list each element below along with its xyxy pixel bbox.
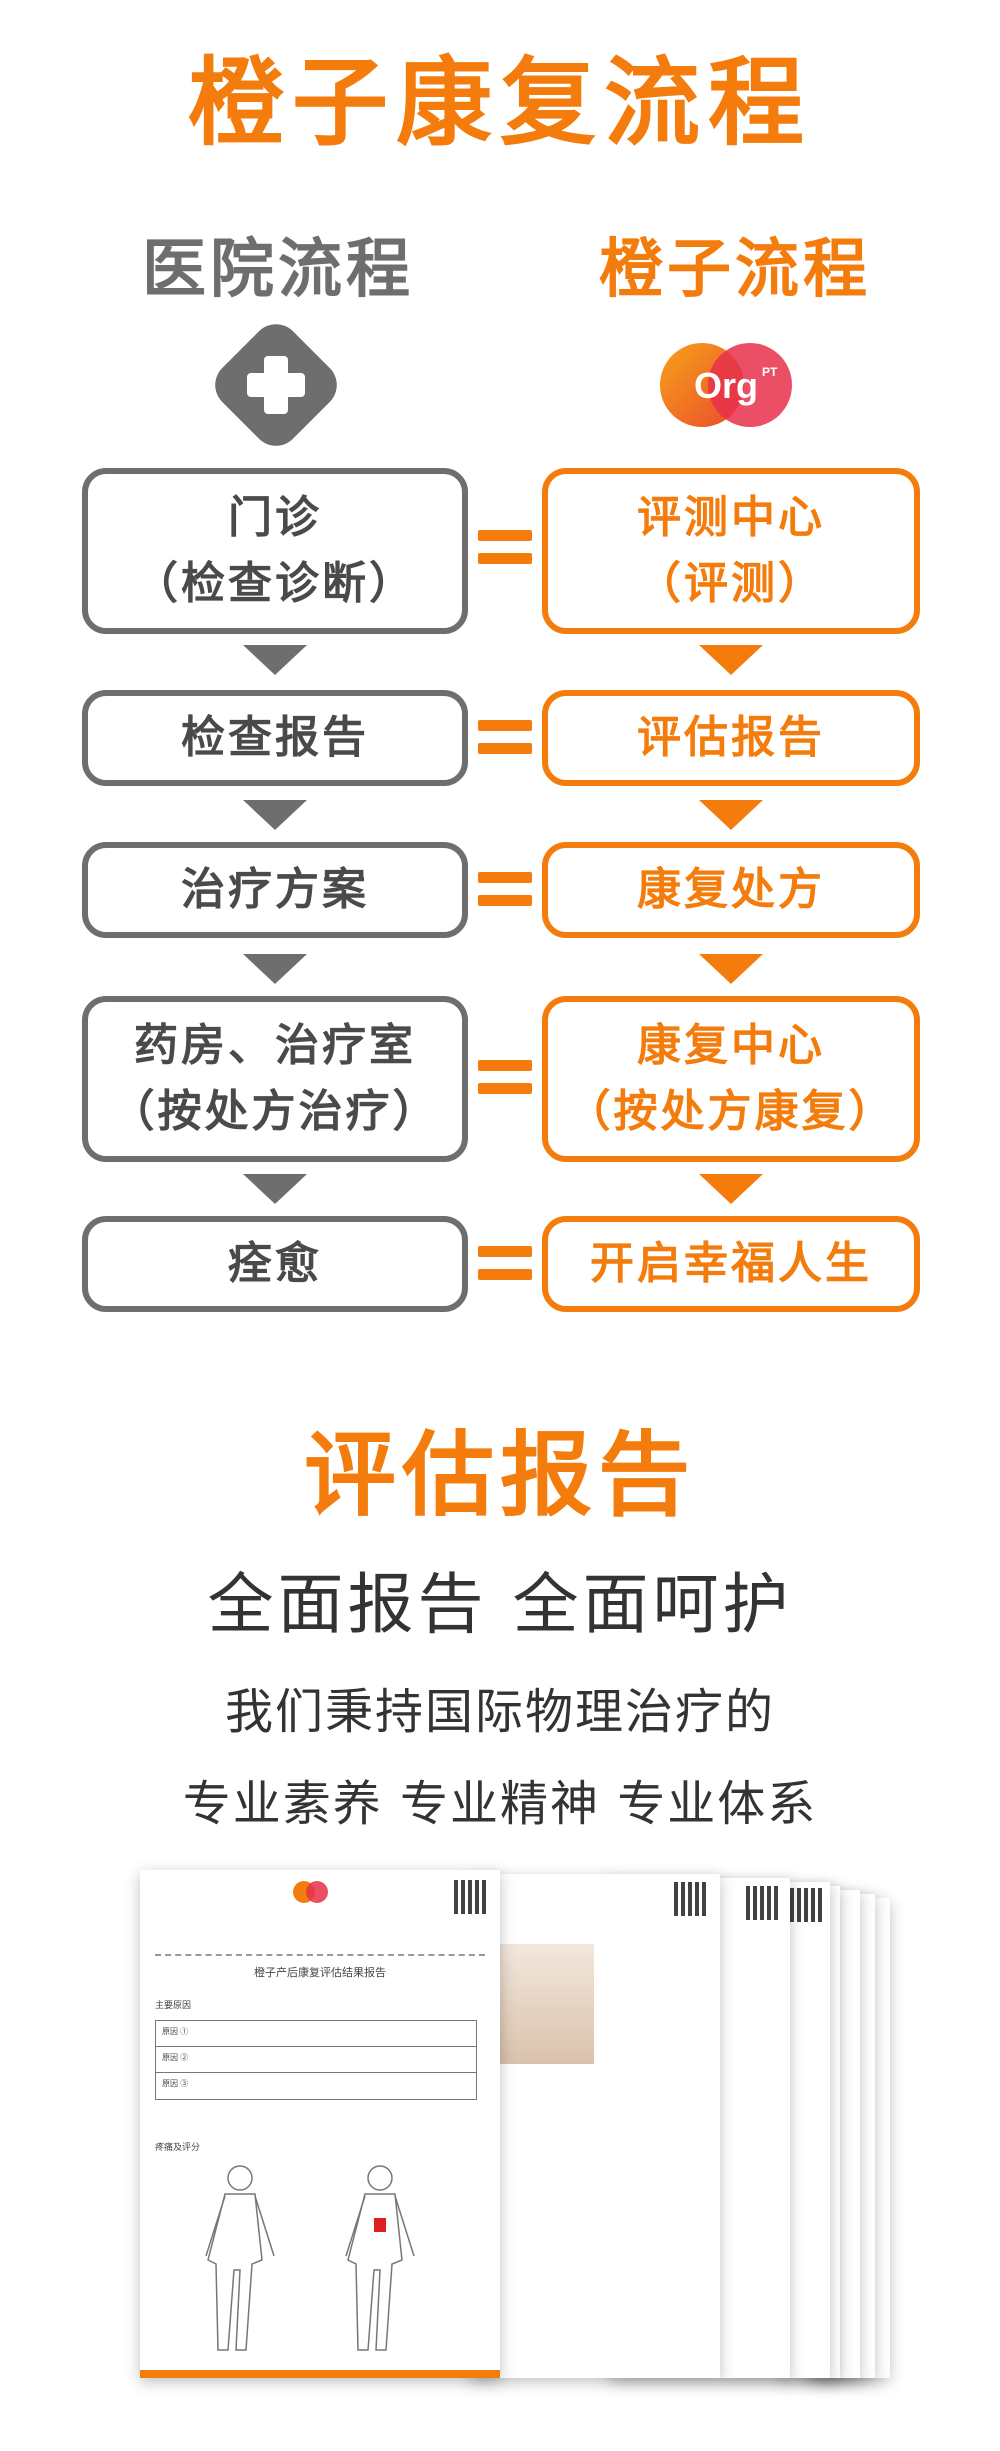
down-arrow-icon [699,645,763,675]
logo-text: Org [694,365,758,406]
orange-step-4: 康复中心 （按处方康复） [542,996,920,1162]
hospital-step-1: 门诊 （检查诊断） [82,468,468,634]
table-row: 原因 ③ [162,2079,189,2088]
hospital-step-1-line2: （检查诊断） [134,558,416,609]
report-tagline-2: 专业素养 专业精神 专业体系 [182,1776,818,1832]
hospital-step-4-line2: （按处方治疗） [110,1086,440,1137]
qr-code-icon [454,1880,488,1914]
qr-code-icon [790,1888,824,1922]
hospital-step-3-line1: 治疗方案 [181,864,369,915]
equals-sign-3 [478,872,532,918]
divider [155,1954,485,1956]
orange-step-1-line1: 评测中心 [637,492,825,543]
org-pt-mini-logo [293,1881,328,1903]
hospital-step-1-line1: 门诊 [228,492,322,543]
hospital-step-3: 治疗方案 [82,842,468,938]
down-arrow-icon [699,1174,763,1204]
hospital-step-5: 痊愈 [82,1216,468,1312]
equals-sign-2 [478,720,532,766]
orange-column-title: 橙子流程 [599,233,871,307]
orange-step-5-line1: 开启幸福人生 [590,1238,872,1289]
orange-step-5: 开启幸福人生 [542,1216,920,1312]
report-section-reasons: 主要原因 [155,2000,192,2010]
down-arrow-icon [243,800,307,830]
qr-code-icon [674,1882,708,1916]
down-arrow-icon [699,954,763,984]
table-row: 原因 ② [156,2047,476,2073]
body-diagram-icon [205,2165,415,2351]
down-arrow-icon [243,645,307,675]
report-document-title: 橙子产后康复评估结果报告 [254,1967,386,1979]
orange-step-4-line2: （按处方康复） [566,1086,896,1137]
down-arrow-icon [243,1174,307,1204]
report-section-title: 评估报告 [303,1422,696,1529]
table-row: 原因 ① [156,2021,476,2047]
orange-step-4-line1: 康复中心 [637,1020,825,1071]
report-subtitle: 全面报告 全面呵护 [207,1566,793,1643]
orange-step-2: 评估报告 [542,690,920,786]
orange-step-2-line1: 评估报告 [637,712,825,763]
hospital-step-4-line1: 药房、治疗室 [134,1020,416,1071]
hospital-step-2: 检查报告 [82,690,468,786]
qr-code-icon [746,1886,780,1920]
hospital-step-4: 药房、治疗室 （按处方治疗） [82,996,468,1162]
org-pt-logo: Org PT [660,343,792,427]
report-tagline-1: 我们秉持国际物理治疗的 [224,1684,775,1740]
hospital-step-2-line1: 检查报告 [181,712,369,763]
report-page-front: 橙子产后康复评估结果报告 主要原因 原因 ① 原因 ② 原因 ③ 疼痛及评分 [140,1870,500,2378]
equals-sign-1 [478,530,532,576]
posture-photo [484,1944,594,2064]
hospital-column-title: 医院流程 [142,233,414,307]
down-arrow-icon [699,800,763,830]
reasons-table: 原因 ① 原因 ② 原因 ③ [155,2020,477,2100]
orange-step-1-line2: （评测） [637,558,825,609]
equals-sign-4 [478,1060,532,1106]
orange-step-3: 康复处方 [542,842,920,938]
page-title: 橙子康复流程 [188,47,812,159]
report-page [470,1874,720,2378]
orange-step-1: 评测中心 （评测） [542,468,920,634]
logo-superscript: PT [762,365,778,379]
report-footer-bar [140,2370,500,2378]
cross-vertical-bar [264,356,288,414]
down-arrow-icon [243,954,307,984]
equals-sign-5 [478,1246,532,1292]
orange-step-3-line1: 康复处方 [637,864,825,915]
report-section-pain: 疼痛及评分 [155,2142,201,2152]
hospital-step-5-line1: 痊愈 [228,1238,322,1289]
